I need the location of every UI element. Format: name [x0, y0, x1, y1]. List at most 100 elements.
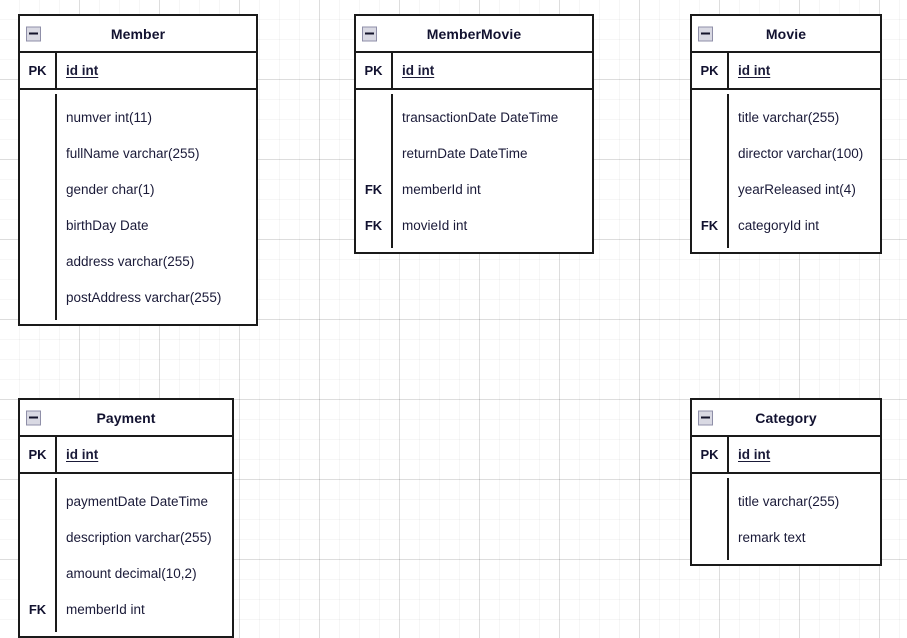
pk-field-name: id int	[729, 437, 880, 472]
attribute-row[interactable]: address varchar(255)	[20, 243, 256, 279]
entity-body-member: numver int(11) fullName varchar(255) gende…	[20, 90, 256, 324]
pk-key-label: PK	[700, 63, 719, 78]
attribute-row[interactable]: amount decimal(10,2)	[20, 555, 232, 591]
minus-square-icon[interactable]	[698, 26, 713, 41]
pk-key-label: PK	[700, 447, 719, 462]
entity-title-member: Member	[110, 25, 166, 42]
column-divider	[391, 94, 393, 248]
column-divider	[55, 437, 57, 472]
body-spacer	[692, 90, 880, 99]
attribute-row[interactable]: postAddress varchar(255)	[20, 279, 256, 315]
attribute-field-name: remark text	[738, 529, 806, 545]
column-divider	[727, 94, 729, 248]
entity-body-movie: title varchar(255) director varchar(100) y…	[692, 90, 880, 252]
attribute-field-name: categoryId int	[738, 217, 820, 233]
body-spacer	[20, 474, 232, 483]
entity-body-payment: paymentDate DateTime description varchar(…	[20, 474, 232, 636]
attribute-row[interactable]: paymentDate DateTime	[20, 483, 232, 519]
attribute-field-name: yearReleased int(4)	[738, 181, 856, 197]
pk-row-membermovie: PK id int	[356, 53, 592, 90]
attribute-row[interactable]: returnDate DateTime	[356, 135, 592, 171]
attribute-key-label	[20, 99, 55, 135]
attribute-key-label	[20, 519, 55, 555]
attribute-row[interactable]: description varchar(255)	[20, 519, 232, 555]
attribute-row[interactable]: fullName varchar(255)	[20, 135, 256, 171]
attribute-field-name: fullName varchar(255)	[66, 145, 200, 161]
attribute-field-name: memberId int	[66, 601, 145, 617]
pk-row-category: PK id int	[692, 437, 880, 474]
pk-field-text: id int	[738, 63, 771, 78]
pk-key-label: PK	[28, 63, 47, 78]
attribute-row[interactable]: transactionDate DateTime	[356, 99, 592, 135]
attribute-row[interactable]: numver int(11)	[20, 99, 256, 135]
minus-square-icon[interactable]	[26, 410, 41, 425]
column-divider	[727, 478, 729, 560]
attribute-row[interactable]: director varchar(100)	[692, 135, 880, 171]
attribute-row[interactable]: yearReleased int(4)	[692, 171, 880, 207]
attribute-key-label	[20, 555, 55, 591]
attribute-key-label: FK	[364, 217, 383, 233]
attribute-key-label	[692, 171, 727, 207]
entity-title-category: Category	[755, 409, 817, 426]
attribute-field-name: numver int(11)	[66, 109, 153, 125]
attribute-key-label	[20, 483, 55, 519]
attribute-key-label	[20, 171, 55, 207]
attribute-row[interactable]: title varchar(255)	[692, 483, 880, 519]
minus-square-icon[interactable]	[26, 26, 41, 41]
entity-body-category: title varchar(255) remark text	[692, 474, 880, 564]
attribute-row[interactable]: title varchar(255)	[692, 99, 880, 135]
attribute-field-name: address varchar(255)	[66, 253, 195, 269]
attribute-row[interactable]: FK movieId int	[356, 207, 592, 243]
attribute-field-name: title varchar(255)	[738, 493, 840, 509]
attribute-key-label: FK	[700, 217, 719, 233]
pk-field-name: id int	[57, 437, 232, 472]
entity-header-membermovie: MemberMovie	[356, 16, 592, 53]
attribute-field-name: director varchar(100)	[738, 145, 864, 161]
pk-field-name: id int	[393, 53, 592, 88]
entity-header-payment: Payment	[20, 400, 232, 437]
attribute-field-name: memberId int	[402, 181, 481, 197]
attribute-key-label	[692, 99, 727, 135]
attribute-row[interactable]: birthDay Date	[20, 207, 256, 243]
entity-title-payment: Payment	[96, 409, 156, 426]
attribute-key-label	[356, 99, 391, 135]
column-divider	[55, 53, 57, 88]
body-spacer	[692, 555, 880, 564]
attribute-row[interactable]: gender char(1)	[20, 171, 256, 207]
attribute-key-label	[20, 243, 55, 279]
attribute-field-name: movieId int	[402, 217, 468, 233]
attribute-key-label	[692, 483, 727, 519]
attribute-field-name: description varchar(255)	[66, 529, 212, 545]
pk-field-text: id int	[402, 63, 435, 78]
entity-header-movie: Movie	[692, 16, 880, 53]
pk-row-movie: PK id int	[692, 53, 880, 90]
column-divider	[55, 94, 57, 320]
attribute-field-name: postAddress varchar(255)	[66, 289, 222, 305]
column-divider	[727, 437, 729, 472]
attribute-key-label	[20, 279, 55, 315]
attribute-key-label	[692, 135, 727, 171]
attribute-key-label	[20, 135, 55, 171]
pk-field-text: id int	[738, 447, 771, 462]
attribute-row[interactable]: FK categoryId int	[692, 207, 880, 243]
attribute-field-name: amount decimal(10,2)	[66, 565, 197, 581]
pk-key-label: PK	[364, 63, 383, 78]
entity-title-movie: Movie	[765, 25, 807, 42]
attribute-key-label: FK	[364, 181, 383, 197]
attribute-key-label	[20, 207, 55, 243]
minus-square-icon[interactable]	[698, 410, 713, 425]
attribute-row[interactable]: FK memberId int	[356, 171, 592, 207]
minus-square-icon[interactable]	[362, 26, 377, 41]
attribute-field-name: paymentDate DateTime	[66, 493, 209, 509]
attribute-field-name: title varchar(255)	[738, 109, 840, 125]
attribute-key-label	[356, 135, 391, 171]
entity-title-membermovie: MemberMovie	[426, 25, 522, 42]
attribute-row[interactable]: remark text	[692, 519, 880, 555]
